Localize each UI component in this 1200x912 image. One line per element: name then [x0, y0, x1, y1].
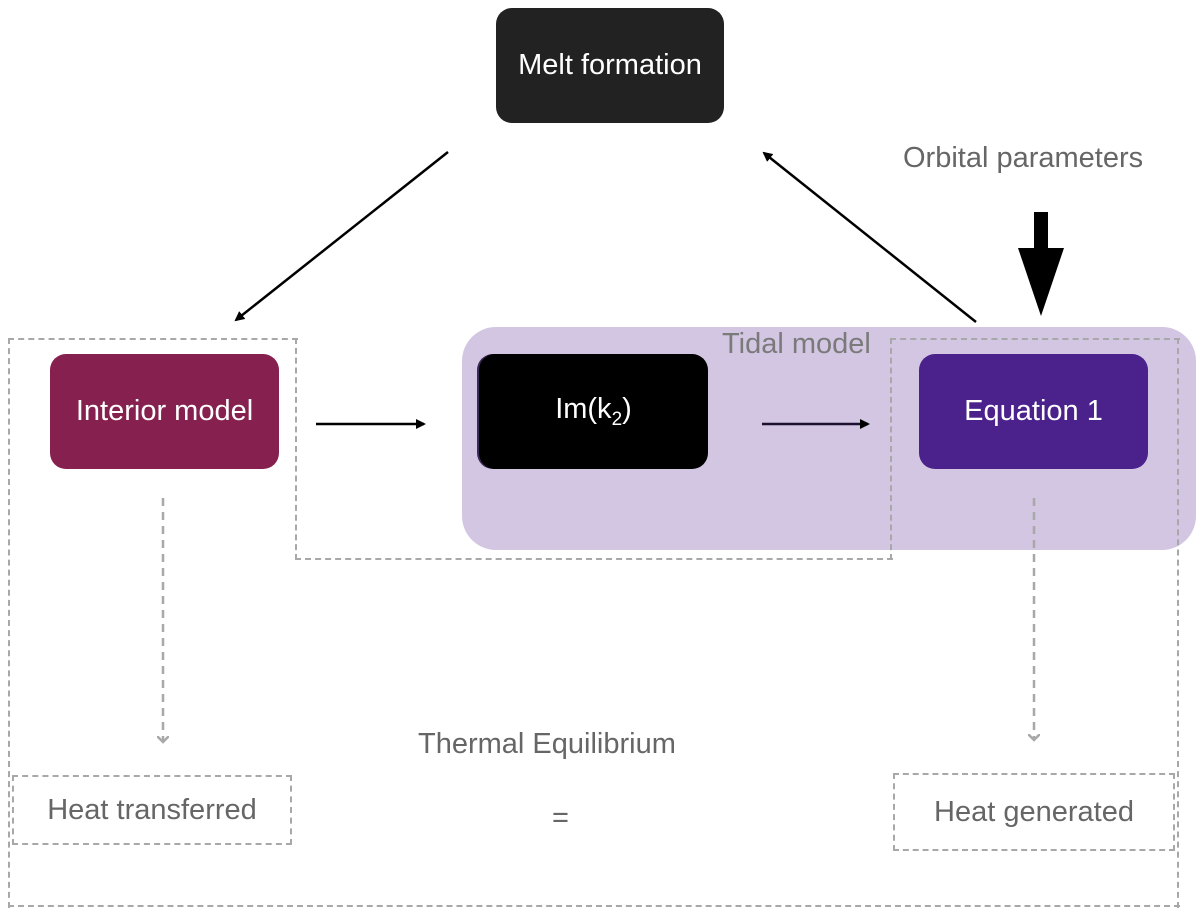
orbital-parameters-arrow [1018, 212, 1064, 316]
melt-formation-node[interactable]: Melt formation [496, 8, 724, 123]
arrow-melt-to-interior [234, 151, 449, 322]
interior-group-dashed-box [8, 338, 298, 908]
outer-right-edge [1177, 338, 1179, 908]
interior-group-bottom-edge [295, 558, 893, 560]
outer-bottom-edge [8, 905, 1180, 907]
arrow-tidal-to-melt [762, 151, 977, 323]
tidal-model-label: Tidal model [722, 328, 871, 360]
melt-formation-label: Melt formation [518, 49, 702, 81]
thermal-equilibrium-label: Thermal Equilibrium [418, 728, 676, 760]
heat-transferred-label: Heat transferred [47, 793, 257, 826]
heat-generated-label: Heat generated [934, 795, 1134, 828]
orbital-parameters-label: Orbital parameters [903, 142, 1144, 174]
heat-transferred-box: Heat transferred [12, 775, 292, 845]
interior-model-label: Interior model [75, 395, 254, 427]
im-k2-node[interactable]: Im(k2) [479, 354, 708, 469]
interior-model-node[interactable]: Interior model [50, 354, 279, 469]
heat-generated-box: Heat generated [893, 773, 1175, 851]
equals-sign: = [552, 802, 569, 834]
equation-group-left-edge [890, 338, 892, 560]
equation-group-top-edge [890, 338, 1180, 340]
equation-1-node[interactable]: Equation 1 [919, 354, 1148, 469]
im-k2-label: Im(k2) [555, 392, 632, 430]
equation-1-label: Equation 1 [964, 395, 1103, 427]
interior-group-right-edge [295, 338, 297, 560]
